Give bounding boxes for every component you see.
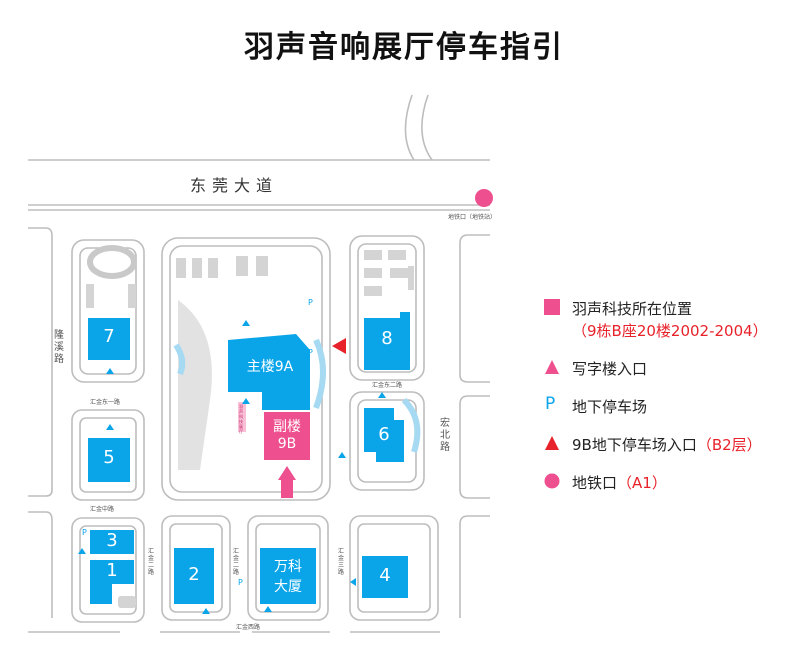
building-7-label: 7	[103, 326, 115, 347]
svg-text:P: P	[238, 578, 243, 587]
building-2[interactable]	[174, 548, 214, 604]
legend-company-sub: （9栋B座20楼2002-2004）	[572, 322, 768, 340]
building-8-label: 8	[381, 328, 393, 349]
road-label-left: 隆溪路	[54, 330, 64, 365]
pink-square-icon	[544, 299, 560, 315]
building-7[interactable]	[88, 318, 130, 360]
building-3[interactable]	[90, 530, 134, 554]
road-label-right: 宏北路	[440, 418, 450, 453]
metro-dot[interactable]	[475, 189, 493, 207]
legend-parking-text: 地下停车场	[572, 398, 648, 416]
building-4[interactable]	[362, 556, 408, 598]
legend-company-text: 羽声科技所在位置	[572, 300, 693, 318]
legend-metro: 地铁口（A1）	[540, 472, 800, 492]
road-lines	[28, 94, 490, 633]
parking-markers: P P P P	[82, 298, 313, 587]
buildings	[88, 312, 410, 604]
building-6-label: 6	[378, 424, 390, 445]
building-3-label: 3	[106, 530, 118, 551]
building-2-label: 2	[188, 564, 200, 585]
svg-text:P: P	[308, 348, 313, 357]
red-triangle-icon	[545, 436, 559, 450]
legend-parking-entry: 9B地下停车场入口（B2层）	[540, 434, 800, 454]
entrance-path	[281, 480, 293, 498]
road-label-mid: 汇金二路	[148, 548, 155, 576]
building-sub-9b[interactable]	[264, 412, 310, 460]
metro-dot-icon	[544, 473, 560, 489]
road-label-r5: 汇金东二路	[372, 382, 403, 389]
legend-metro-text: 地铁口（A1）	[572, 474, 667, 492]
entrance-markers	[78, 320, 386, 614]
svg-text:P: P	[308, 298, 313, 307]
legend-parking-entry-text: 9B地下停车场入口（B2层）	[572, 436, 762, 454]
parking-entry-triangle[interactable]	[332, 338, 346, 354]
building-main-9a-label: 主楼9A	[246, 359, 294, 375]
building-1[interactable]	[90, 560, 134, 604]
building-vanke-label-1: 万科	[274, 559, 302, 575]
building-main-9a[interactable]	[228, 334, 310, 410]
svg-text:P: P	[82, 528, 87, 537]
ramps	[173, 338, 421, 453]
legend: 羽声科技所在位置 （9栋B座20楼2002-2004） 写字楼入口 P 地下停车…	[540, 298, 800, 510]
metro-label: 地铁口（地铁站）	[448, 214, 497, 221]
road-label-r6: 汇金西路	[236, 624, 261, 631]
building-6[interactable]	[364, 408, 404, 462]
building-vanke-label-2: 大厦	[274, 579, 302, 595]
block-outlines	[71, 235, 439, 623]
legend-parking: P 地下停车场	[540, 394, 800, 416]
small-pink-note-label: 羽声科技展厅	[239, 404, 243, 434]
building-vanke[interactable]	[260, 548, 316, 604]
road-label-r3: 汇金二路	[233, 548, 240, 576]
legend-entrance-text: 写字楼入口	[572, 360, 648, 378]
page-title: 羽声音响展厅停车指引	[244, 30, 564, 65]
building-5-label: 5	[103, 447, 115, 468]
building-sub-9b-label-2: 9B	[277, 436, 297, 452]
building-1-label: 1	[106, 560, 118, 581]
legend-entrance: 写字楼入口	[540, 358, 800, 378]
legend-company: 羽声科技所在位置 （9栋B座20楼2002-2004）	[540, 298, 800, 340]
building-sub-9b-label-1: 副楼	[273, 419, 301, 435]
pink-triangle-icon	[545, 360, 559, 374]
small-pink-note	[238, 402, 246, 432]
road-label-main: 东莞大道	[190, 176, 279, 195]
road-label-r2: 汇金中路	[90, 506, 115, 513]
entrance-triangle	[278, 466, 296, 480]
parking-p-icon: P	[545, 394, 556, 414]
building-8[interactable]	[364, 312, 410, 370]
road-label-r4: 汇金三路	[338, 548, 345, 576]
building-5[interactable]	[88, 438, 130, 482]
road-label-r1: 汇金东一路	[90, 399, 121, 406]
site-details	[86, 245, 414, 608]
building-4-label: 4	[379, 565, 391, 586]
